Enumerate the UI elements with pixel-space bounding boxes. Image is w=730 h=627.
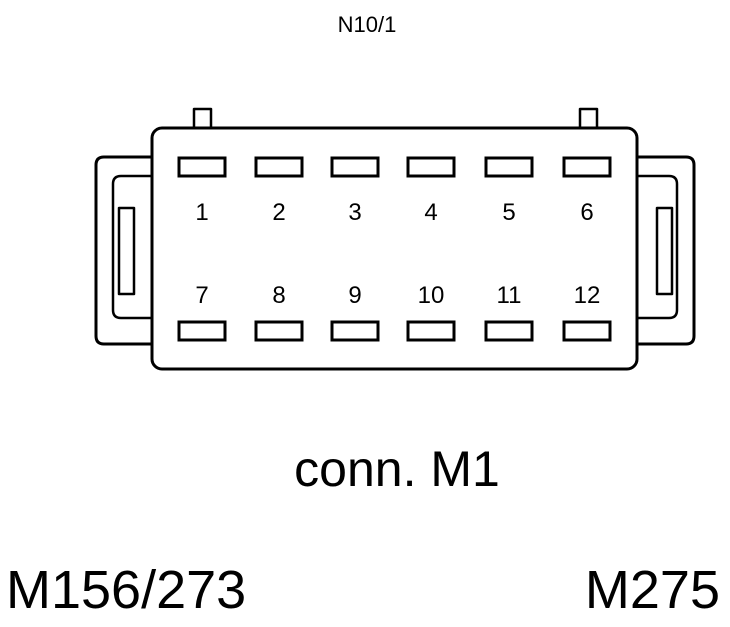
pin-number-9: 9 [348, 282, 361, 309]
connector-caption: conn. M1 [294, 441, 500, 497]
pin-slot-6 [562, 156, 612, 178]
pin-number-4: 4 [424, 199, 437, 226]
top-tab-right [578, 107, 599, 131]
right-latch [637, 155, 696, 346]
component-label: N10/1 [337, 12, 397, 37]
pin-slot-11 [484, 320, 534, 342]
left-latch-slot [117, 206, 136, 296]
pin-slot-8 [254, 320, 304, 342]
pin-number-12: 12 [574, 282, 601, 309]
pin-number-6: 6 [580, 199, 593, 226]
pin-slot-9 [330, 320, 380, 342]
pin-slot-3 [330, 156, 380, 178]
engine-label-left: M156/273 [6, 560, 247, 620]
pin-number-7: 7 [195, 282, 208, 309]
pin-slot-2 [254, 156, 304, 178]
pin-slot-12 [562, 320, 612, 342]
pin-number-8: 8 [272, 282, 285, 309]
pin-number-5: 5 [502, 199, 515, 226]
pin-number-2: 2 [272, 199, 285, 226]
right-latch-inner [637, 174, 679, 320]
pin-slot-1 [177, 156, 227, 178]
engine-label-right: M275 [584, 560, 720, 620]
pin-number-1: 1 [195, 199, 208, 226]
top-tab-left [192, 107, 213, 131]
connector-housing [150, 126, 639, 371]
left-latch-inner [111, 174, 152, 320]
pin-slot-4 [406, 156, 456, 178]
pin-number-11: 11 [497, 282, 522, 309]
pin-number-10: 10 [418, 282, 445, 309]
pin-slot-10 [406, 320, 456, 342]
right-latch-slot [655, 206, 674, 296]
left-latch [94, 155, 152, 346]
pin-slot-7 [177, 320, 227, 342]
pin-number-3: 3 [348, 199, 361, 226]
pin-slot-5 [484, 156, 534, 178]
